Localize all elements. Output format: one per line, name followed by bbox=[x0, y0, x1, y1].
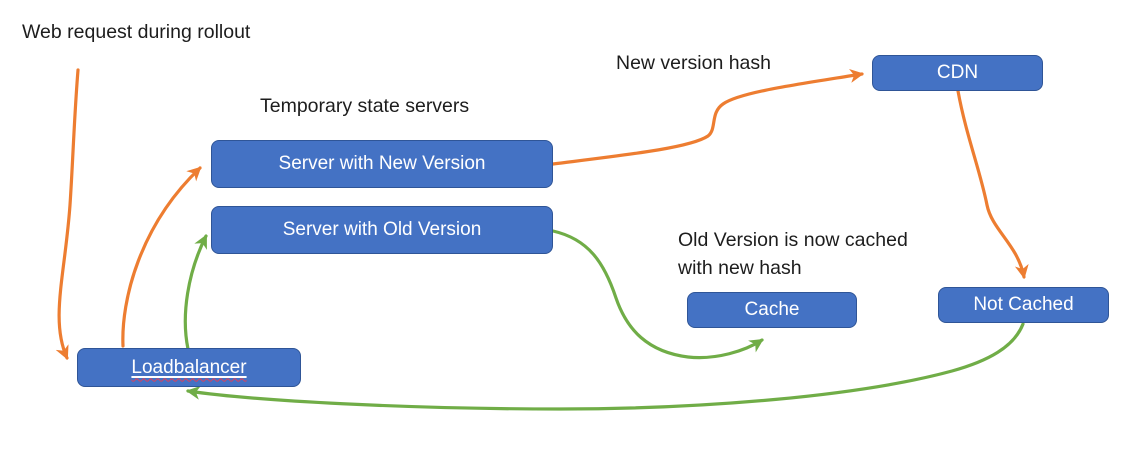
edge-loadbalancer-to-servernew bbox=[121, 166, 202, 348]
edge-servernew-to-cdn bbox=[551, 68, 864, 166]
node-not-cached: Not Cached bbox=[938, 287, 1109, 323]
label-web-request: Web request during rollout bbox=[22, 21, 251, 43]
node-server-new-version-label: Server with New Version bbox=[278, 153, 486, 174]
label-old-version-cached: Old Version is now cached with new hash bbox=[678, 226, 908, 282]
edge-serverold-to-cache bbox=[551, 229, 764, 360]
edge-webrequest-to-loadbalancer bbox=[55, 68, 80, 360]
loadbalancer-spellcheck-underline: Loadbalancer bbox=[131, 357, 246, 379]
node-server-old-version-label: Server with Old Version bbox=[282, 219, 482, 240]
node-server-new-version: Server with New Version bbox=[211, 140, 553, 188]
edge-notcached-to-loadbalancer bbox=[186, 322, 1025, 411]
node-server-old-version: Server with Old Version bbox=[211, 206, 553, 254]
node-cache: Cache bbox=[687, 292, 857, 328]
edge-cdn-to-notcached bbox=[956, 89, 1029, 279]
edge-loadbalancer-to-serverold bbox=[183, 234, 208, 351]
node-loadbalancer: Loadbalancer bbox=[77, 348, 301, 387]
node-cache-label: Cache bbox=[744, 299, 800, 320]
node-cdn: CDN bbox=[872, 55, 1043, 91]
label-temporary-state-servers: Temporary state servers bbox=[260, 95, 470, 117]
label-old-version-cached-line1: Old Version is now cached bbox=[678, 229, 908, 251]
label-old-version-cached-line2: with new hash bbox=[678, 257, 802, 279]
node-loadbalancer-label: Loadbalancer bbox=[131, 356, 247, 378]
node-cdn-label: CDN bbox=[936, 62, 979, 83]
label-new-version-hash: New version hash bbox=[616, 52, 771, 74]
node-not-cached-label: Not Cached bbox=[973, 294, 1074, 315]
